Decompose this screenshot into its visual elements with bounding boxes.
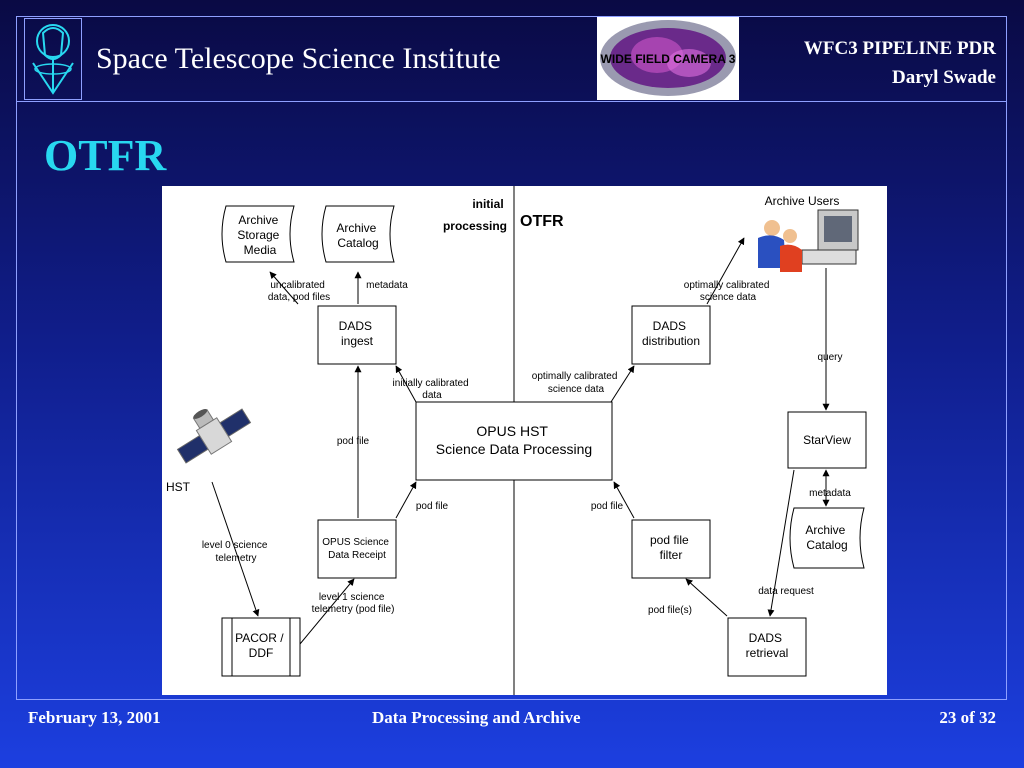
archive-storage-media-label: Archive Storage Media: [237, 213, 282, 257]
pod-file-filter-node: [631, 519, 711, 579]
stsci-logo: [24, 18, 82, 100]
dads-retrieval-label: DADS retrieval: [746, 631, 789, 660]
pod-file-filter-label: pod file filter: [650, 533, 692, 562]
edge-opus-to-distribution: [610, 365, 635, 403]
archive-catalog-left-node: [321, 205, 395, 263]
footer-page-number: 23 of 32: [939, 708, 996, 727]
archive-catalog-left-label: Archive Catalog: [336, 221, 379, 250]
edge-receipt-to-opus: [395, 481, 417, 519]
edge-label-initially-calibrated: initially calibrated data: [393, 378, 472, 401]
stsci-logo-icon: [32, 24, 74, 95]
author-name: Daryl Swade: [892, 67, 996, 88]
edge-to-storage: [269, 271, 299, 305]
dads-distribution-label: DADS distribution: [642, 319, 700, 348]
edge-label-metadata-right: metadata: [809, 488, 851, 499]
slide-title: OTFR: [44, 131, 167, 180]
edge-label-pod-file-receipt: pod file: [416, 501, 449, 512]
opus-receipt-node: [317, 519, 397, 579]
dads-distribution-node: [631, 305, 711, 365]
hst-satellite-icon: [176, 408, 252, 464]
opus-hst-node: [415, 401, 613, 481]
wfc3-badge-icon: WIDE FIELD CAMERA 3: [600, 20, 736, 96]
edge-label-level0: level 0 science telemetry: [202, 540, 270, 564]
edge-label-metadata-left: metadata: [366, 280, 408, 291]
header-divider: [16, 101, 1007, 102]
slide-frame: [16, 16, 1007, 700]
edge-starview-to-retrieval: [767, 469, 795, 617]
badge-text: WIDE FIELD CAMERA 3: [601, 52, 736, 66]
edge-label-optimally-calibrated-mid: optimally calibrated science data: [532, 371, 620, 395]
edge-label-pod-files: pod file(s): [648, 605, 692, 616]
dads-ingest-label: DADS ingest: [339, 319, 376, 348]
otfr-diagram: initial processing OTFR Archive Storage …: [162, 186, 887, 695]
edge-label-pod-file-up: pod file: [337, 436, 370, 447]
edge-label-optimally-calibrated-top: optimally calibrated science data: [684, 280, 772, 303]
edge-label-pod-file-filter-in: pod file: [591, 501, 624, 512]
org-title: Space Telescope Science Institute: [96, 42, 501, 75]
edge-distribution-to-users: [706, 237, 745, 305]
dads-ingest-node: [317, 305, 397, 365]
archive-storage-media-node: [221, 205, 295, 263]
archive-catalog-right-label: Archive Catalog: [805, 523, 848, 552]
edge-opus-to-ingest: [395, 365, 417, 403]
footer-date: February 13, 2001: [28, 708, 161, 727]
hst-label: HST: [166, 480, 191, 494]
footer-topic: Data Processing and Archive: [372, 708, 581, 727]
otfr-diagram-svg: initial processing OTFR Archive Storage …: [166, 186, 867, 695]
header-right: WFC3 PIPELINE PDR Daryl Swade: [804, 34, 996, 92]
pacor-ddf-label: PACOR / DDF: [235, 631, 287, 660]
archive-users-label: Archive Users: [765, 194, 840, 208]
starview-label: StarView: [803, 433, 851, 447]
edge-label-uncalibrated: uncalibrated data, pod files: [268, 280, 330, 303]
edge-label-data-request: data request: [758, 586, 814, 597]
archive-users-icon: [758, 209, 859, 272]
edge-label-query: query: [817, 352, 842, 363]
doc-title: WFC3 PIPELINE PDR: [803, 38, 996, 59]
edge-retrieval-to-filter: [685, 578, 728, 617]
edge-filter-to-opus: [613, 481, 635, 519]
edge-pacor-to-receipt: [299, 578, 355, 645]
edge-hst-to-pacor: [211, 481, 260, 617]
edge-label-level1: level 1 science telemetry (pod file): [312, 592, 395, 615]
opus-receipt-label: OPUS Science Data Receipt: [322, 537, 391, 561]
opus-hst-label: OPUS HST Science Data Processing: [436, 423, 592, 457]
starview-node: [787, 411, 867, 469]
otfr-heading: OTFR: [520, 213, 564, 230]
pacor-ddf-node: [221, 617, 301, 677]
initial-processing-heading: initial processing: [443, 197, 507, 233]
archive-catalog-right-node: [789, 507, 865, 569]
dads-retrieval-node: [727, 617, 807, 677]
wfc3-badge: WIDE FIELD CAMERA 3: [597, 17, 739, 100]
